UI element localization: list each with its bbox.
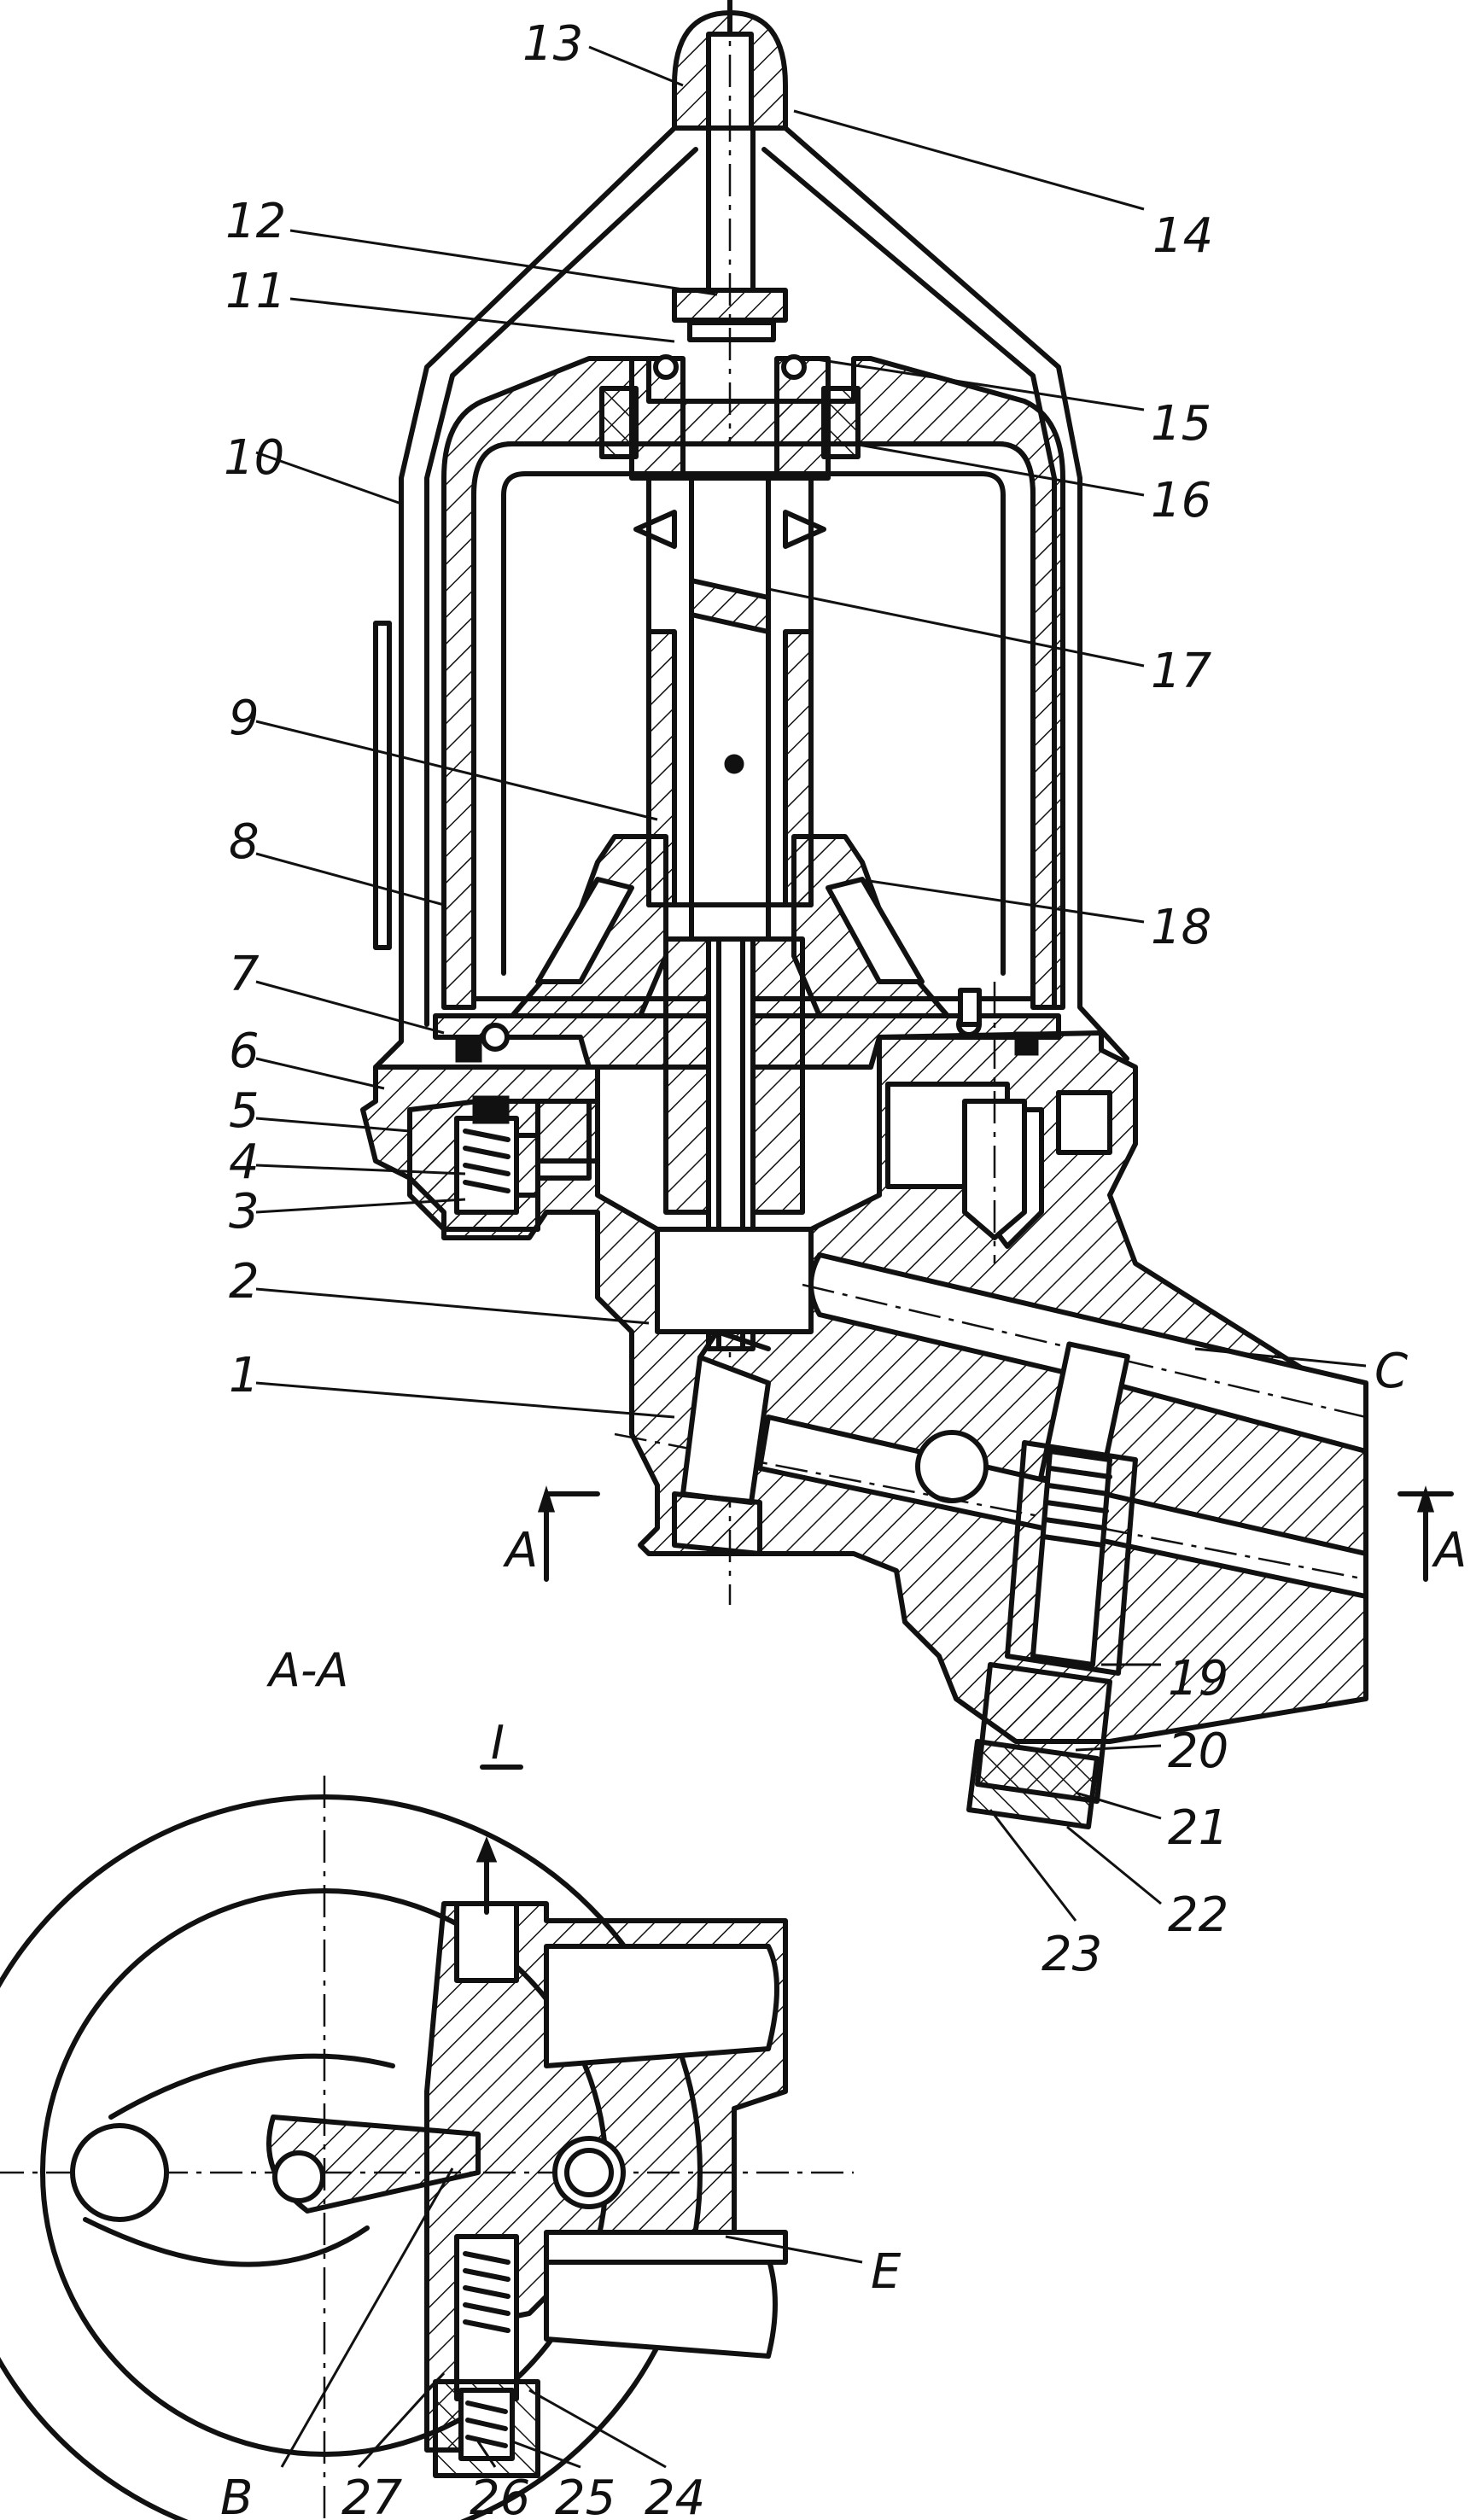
- section-title: A-A: [266, 1643, 348, 1697]
- upper-bearing: [599, 354, 861, 481]
- rotor-cone: [510, 834, 950, 1018]
- callout-10: 10: [224, 430, 284, 486]
- main-section-view: [360, 0, 1454, 1829]
- plug-assembly: [966, 1341, 1138, 1829]
- section-mark-right-label: A: [1432, 1523, 1467, 1578]
- callout-11: 11: [225, 264, 286, 319]
- callout-3: 3: [229, 1184, 260, 1240]
- callout-8: 8: [229, 814, 260, 870]
- callout-labels: 13 14 12 11 15 10 16 17 9 8 18 7 6 5 4 3…: [220, 16, 1467, 2520]
- callout-16: 16: [1151, 473, 1211, 528]
- callout-21: 21: [1168, 1800, 1228, 1856]
- callout-19: 19: [1168, 1651, 1228, 1706]
- lower-studs: [962, 982, 1112, 1263]
- callout-26: 26: [470, 2470, 530, 2520]
- bypass-valve: [407, 1095, 600, 1232]
- callout-4: 4: [229, 1135, 260, 1190]
- callout-24: 24: [645, 2470, 705, 2520]
- callout-20: 20: [1168, 1724, 1228, 1779]
- view-label: I: [491, 1716, 505, 1770]
- callout-23: 23: [1041, 1927, 1102, 1982]
- callout-25: 25: [555, 2470, 616, 2520]
- outlet-fitting: [672, 1329, 771, 1556]
- section-mark-left: [537, 1485, 600, 1582]
- channel-label-c: C: [1374, 1344, 1408, 1399]
- callout-27: 27: [341, 2470, 403, 2520]
- channel-label-b: B: [220, 2470, 253, 2520]
- channel-label-e: E: [871, 2244, 901, 2300]
- callout-13: 13: [522, 16, 583, 72]
- callout-1: 1: [229, 1348, 260, 1403]
- section-mark-left-label: A: [503, 1523, 538, 1578]
- section-aa-view: [0, 1776, 854, 2520]
- callout-18: 18: [1151, 900, 1211, 955]
- callout-6: 6: [229, 1024, 260, 1079]
- callout-5: 5: [229, 1083, 260, 1139]
- leader-lines: [255, 45, 1367, 2469]
- callout-14: 14: [1152, 208, 1213, 264]
- callout-9: 9: [229, 691, 260, 746]
- callout-7: 7: [229, 947, 260, 1002]
- callout-22: 22: [1168, 1887, 1228, 1943]
- callout-12: 12: [225, 194, 286, 249]
- callout-2: 2: [229, 1254, 260, 1310]
- callout-15: 15: [1151, 396, 1211, 452]
- callout-17: 17: [1151, 644, 1212, 699]
- section-mark-right: [1397, 1485, 1454, 1582]
